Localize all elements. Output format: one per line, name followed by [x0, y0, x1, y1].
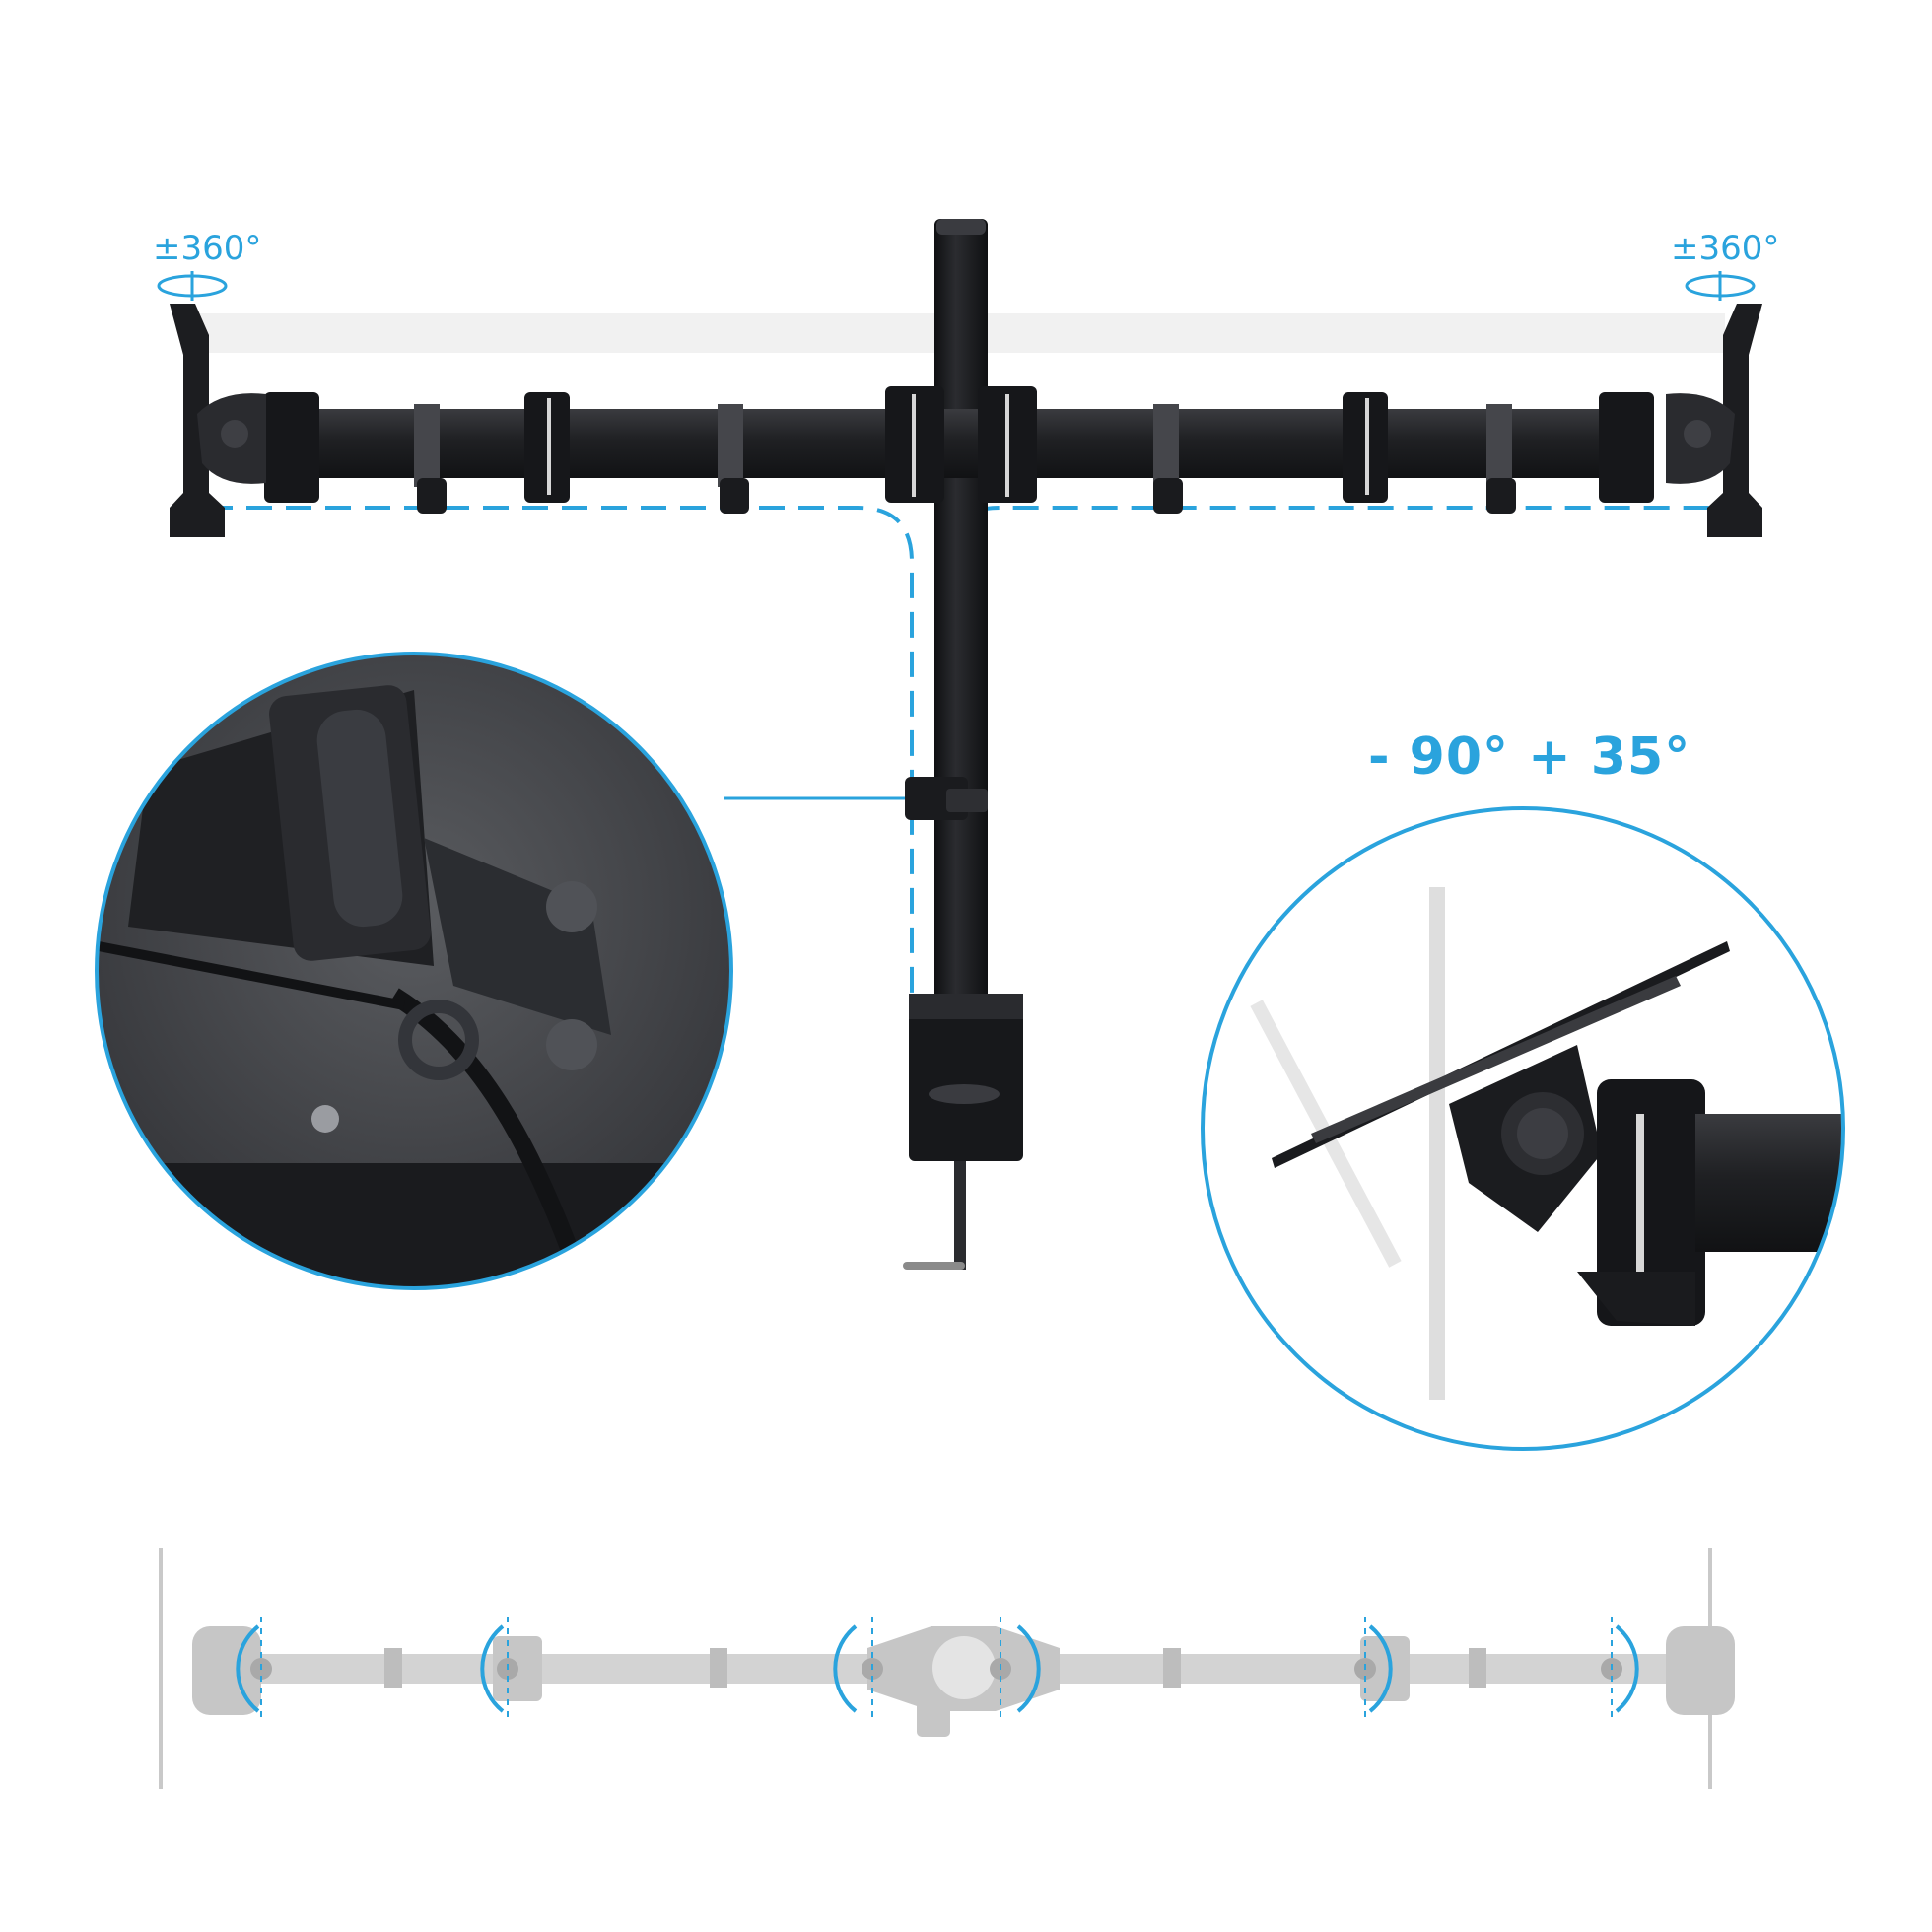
tilt-detail — [1201, 806, 1845, 1451]
vesa-plate-left — [170, 304, 266, 537]
cable-management-detail — [95, 652, 905, 1290]
vesa-plate-right — [1666, 304, 1762, 537]
tilt-range-label: - 90° + 35° — [1368, 727, 1691, 787]
desk-clamp — [903, 994, 1023, 1270]
rotation-label-left: ±360° — [153, 229, 262, 268]
swivel-top-view — [159, 1548, 1735, 1789]
arm-bar — [261, 409, 1651, 478]
dual-monitor-arm — [157, 219, 1762, 1270]
pole — [934, 219, 988, 1009]
arm-joints — [264, 386, 1654, 503]
cable-clip — [905, 777, 988, 820]
rotation-label-right: ±360° — [1671, 229, 1780, 268]
rotation-arrow-icon — [157, 271, 1756, 301]
swivel-arc-icon — [236, 1624, 1639, 1713]
